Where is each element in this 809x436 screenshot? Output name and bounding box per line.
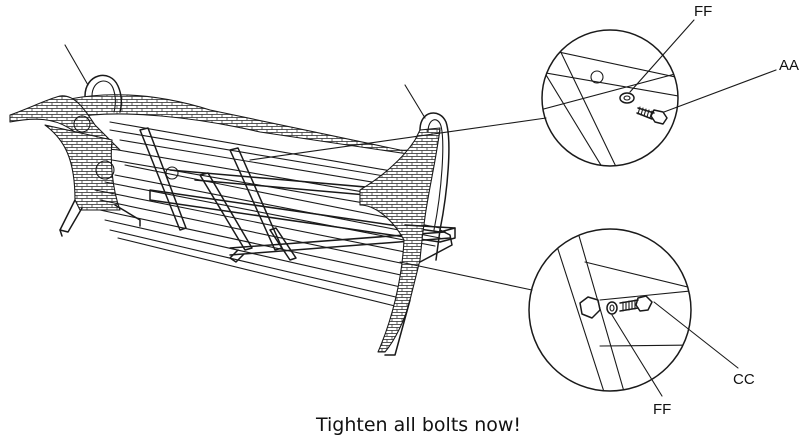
sofa-right-side — [359, 127, 441, 353]
hex-nut-part — [579, 296, 601, 319]
bolt-hole-marker — [73, 115, 91, 133]
detail-circle-bottom — [528, 228, 692, 392]
label-aa: AA — [779, 57, 799, 74]
bolt-hole-marker — [165, 166, 179, 180]
sofa-left-loop — [84, 74, 123, 113]
label-ff-top: FF — [694, 3, 712, 20]
sofa-frame — [9, 44, 456, 356]
label-ff-bottom: FF — [653, 401, 671, 418]
detail-circle-top — [541, 29, 679, 167]
sofa-right-loop — [419, 112, 450, 261]
leader-line-top — [249, 117, 547, 161]
bolt-hole-marker — [95, 160, 115, 180]
bolt-aa-part — [636, 106, 668, 125]
leader-line-bottom — [399, 261, 533, 291]
washer-part — [619, 92, 635, 104]
caption-text: Tighten all bolts now! — [315, 414, 521, 436]
sofa-left-side — [44, 124, 121, 211]
bolt-cc-part — [619, 295, 653, 312]
washer-part — [606, 301, 618, 315]
label-cc: CC — [733, 371, 755, 388]
